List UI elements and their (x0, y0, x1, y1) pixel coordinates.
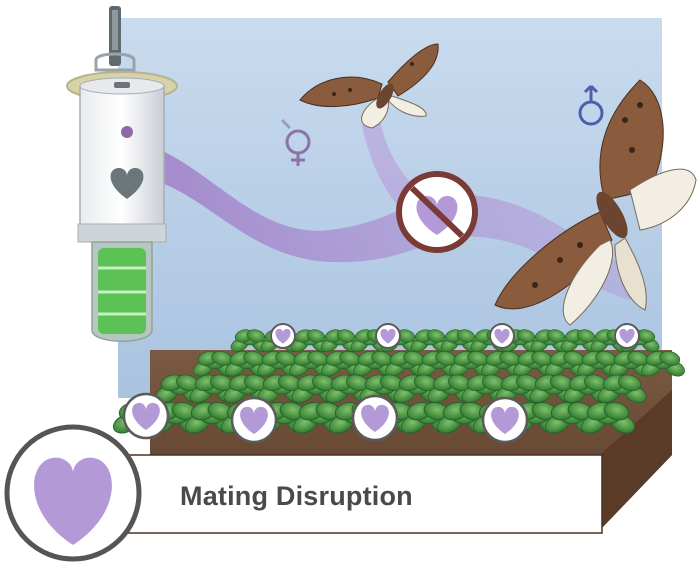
heart-marker (271, 324, 295, 348)
heart-marker (124, 394, 168, 438)
heart-marker (615, 324, 639, 348)
heart-badge (7, 427, 139, 559)
caption-label: Mating Disruption (180, 476, 480, 516)
heart-marker (376, 324, 400, 348)
heart-marker (232, 398, 276, 442)
heart-marker (483, 398, 527, 442)
heart-marker (490, 324, 514, 348)
heart-marker (353, 396, 397, 440)
no-mating-icon (399, 174, 475, 250)
